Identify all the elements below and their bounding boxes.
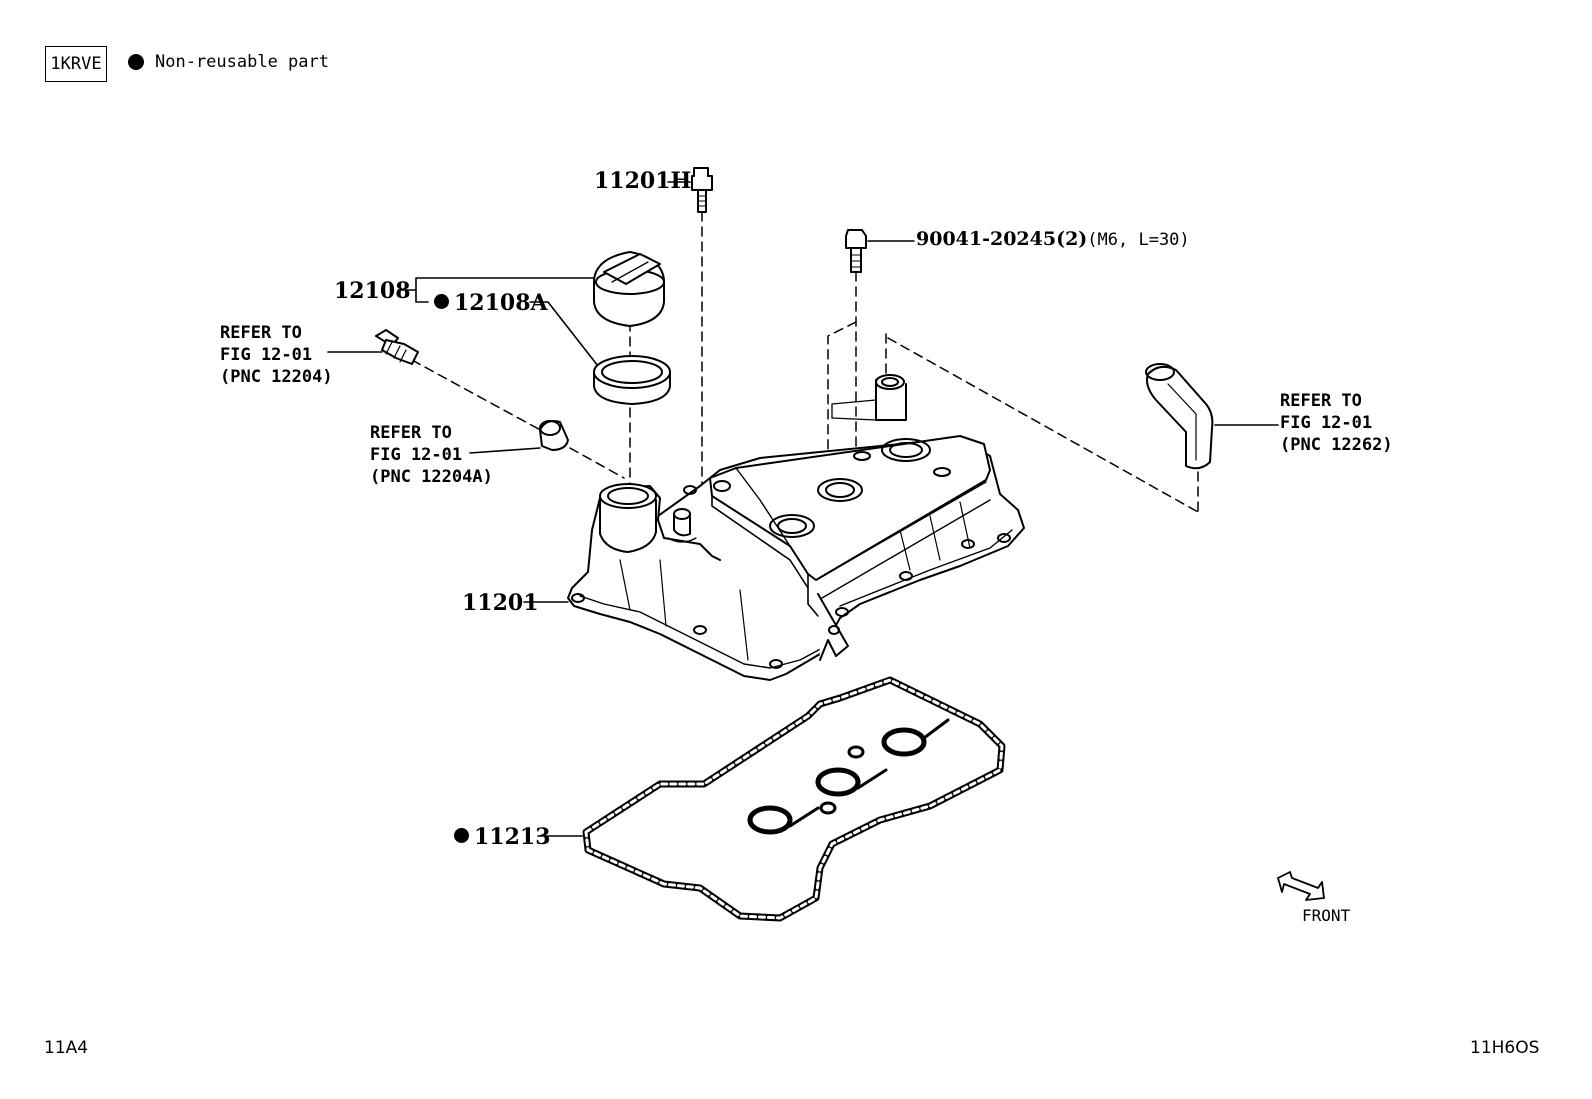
oil-filler-cap bbox=[593, 251, 665, 327]
refer-note-line: REFER TO bbox=[1280, 391, 1362, 411]
illustration-code-left: 11A4 bbox=[44, 1038, 89, 1058]
pcv-grommet bbox=[539, 420, 569, 451]
bolt-90041 bbox=[845, 229, 867, 273]
cap-gasket-ring bbox=[593, 355, 671, 405]
bolt-spec: (M6, L=30) bbox=[1087, 230, 1190, 250]
refer-note-pnc-12262[interactable]: REFER TO FIG 12-01 (PNC 12262) bbox=[1280, 390, 1393, 456]
part-label-12108[interactable]: 12108 bbox=[334, 278, 411, 304]
part-number-90041: 90041-20245(2) bbox=[916, 228, 1088, 250]
filled-circle-icon bbox=[454, 828, 469, 843]
filled-circle-icon bbox=[434, 294, 449, 309]
pcv-valve bbox=[375, 329, 419, 365]
part-label-90041[interactable]: 90041-20245(2)(M6, L=30) bbox=[916, 228, 1190, 250]
part-label-12108A[interactable]: 12108A bbox=[434, 290, 548, 316]
filled-circle-icon bbox=[128, 54, 144, 70]
refer-note-line: FIG 12-01 bbox=[1280, 413, 1373, 433]
part-label-11201H[interactable]: 11201H bbox=[594, 168, 692, 194]
cylinder-head-cover bbox=[567, 374, 1025, 681]
illustration-code-right: 11H6OS bbox=[1470, 1038, 1540, 1058]
refer-note-pnc-12204A[interactable]: REFER TO FIG 12-01 (PNC 12204A) bbox=[370, 422, 493, 488]
front-label: FRONT bbox=[1302, 906, 1351, 925]
part-number-11213: 11213 bbox=[474, 824, 551, 850]
part-label-11201[interactable]: 11201 bbox=[462, 590, 539, 616]
engine-code-box: 1KRVE bbox=[45, 46, 107, 82]
legend-text: Non-reusable part bbox=[155, 52, 329, 72]
front-arrow-icon bbox=[1277, 871, 1325, 901]
refer-note-pnc-12204[interactable]: REFER TO FIG 12-01 (PNC 12204) bbox=[220, 322, 333, 388]
refer-note-line: REFER TO bbox=[220, 323, 302, 343]
refer-note-line: REFER TO bbox=[370, 423, 452, 443]
ventilation-hose bbox=[1145, 363, 1214, 470]
head-cover-gasket bbox=[582, 676, 1006, 922]
part-number-12108A: 12108A bbox=[454, 290, 548, 316]
refer-note-line: (PNC 12262) bbox=[1280, 435, 1393, 455]
refer-note-line: FIG 12-01 bbox=[220, 345, 313, 365]
leader-lines bbox=[327, 181, 1279, 837]
part-label-11213[interactable]: 11213 bbox=[454, 824, 551, 850]
refer-note-line: FIG 12-01 bbox=[370, 445, 463, 465]
bolt-11201H bbox=[691, 167, 713, 213]
refer-note-line: (PNC 12204) bbox=[220, 367, 333, 387]
refer-note-line: (PNC 12204A) bbox=[370, 467, 493, 487]
